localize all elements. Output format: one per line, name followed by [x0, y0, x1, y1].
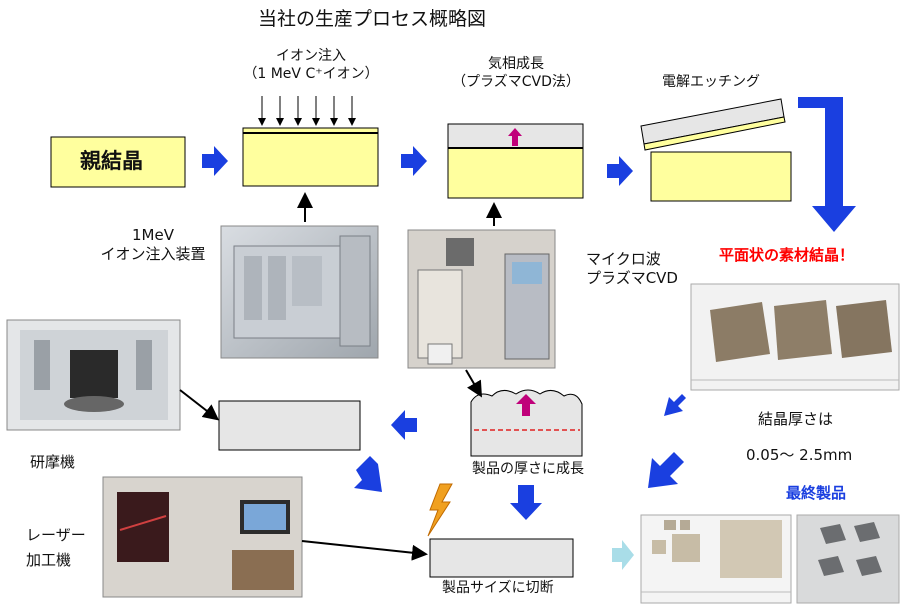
- arrow-light: [612, 540, 634, 570]
- cut-size-label: 製品サイズに切断: [442, 580, 554, 596]
- laser-lightning: [427, 483, 453, 537]
- ion-implant-line1: イオン注入: [276, 48, 346, 64]
- ion-beam-arrows: [258, 96, 356, 126]
- planar-crystal-photo: [690, 283, 900, 391]
- vapor-growth-line1: 気相成長: [488, 56, 544, 72]
- arrow-diag-left-down: [354, 456, 382, 492]
- etching-label: 電解エッチング: [662, 74, 760, 90]
- seed-crystal-label: 親結晶: [80, 149, 143, 173]
- laser-arrow: [301, 540, 428, 561]
- ion-implant-line2: （1 MeV C⁺イオン）: [243, 65, 379, 82]
- ion-implant-stage: [242, 96, 379, 187]
- thickness-range: 0.05〜 2.5mm: [746, 446, 853, 464]
- arrow-1: [202, 146, 228, 176]
- laser-line1: レーザー: [26, 526, 86, 544]
- polished-crystal-box: [218, 400, 361, 451]
- cut-crystal-box: [429, 538, 574, 578]
- ion-implanter-label: 1MeV イオン注入装置: [88, 226, 218, 264]
- vapor-growth-stage: [447, 123, 584, 199]
- growth-arrow-2: [516, 394, 536, 416]
- arrow-diag-right-down: [648, 452, 684, 488]
- vapor-growth-line2: （プラズマCVD法）: [452, 73, 580, 90]
- arrow-down-middle: [510, 485, 542, 520]
- polisher-photo: [6, 319, 181, 431]
- down-arrow-big: [798, 97, 856, 232]
- final-product-label: 最終製品: [786, 484, 847, 502]
- arrow-3: [607, 156, 633, 186]
- laser-line2: 加工機: [26, 550, 72, 569]
- ion-implant-label: イオン注入 （1 MeV C⁺イオン）: [236, 48, 386, 83]
- polisher-arrow: [179, 389, 220, 421]
- ion-implanter-line1: 1MeV: [132, 226, 174, 244]
- etched-crystal-box: [650, 151, 792, 202]
- etching-stage: [640, 98, 792, 202]
- arrow-2: [401, 146, 427, 176]
- final-product-photo: [640, 514, 792, 604]
- cvd-line1: マイクロ波: [586, 250, 661, 268]
- laser-machine-photo: [102, 476, 303, 598]
- final-cubes-photo: [796, 514, 900, 604]
- thickness-label: 結晶厚さは: [758, 410, 834, 428]
- cvd-photo: [407, 229, 556, 369]
- cvd-label: マイクロ波 プラズマCVD: [586, 250, 678, 288]
- polisher-label: 研摩機: [30, 453, 76, 471]
- ion-implanter-photo: [220, 225, 379, 359]
- ion-implanter-line2: イオン注入装置: [100, 244, 206, 263]
- planar-crystal-label: 平面状の素材結晶！: [719, 246, 855, 264]
- arrow-diag-in: [664, 394, 686, 416]
- cvd-to-growth-arrow: [465, 369, 483, 398]
- cvd-line2: プラズマCVD: [586, 268, 678, 287]
- grow-thickness-label: 製品の厚さに成長: [472, 461, 584, 477]
- implanted-crystal-box: [242, 127, 379, 187]
- vapor-growth-label: 気相成長 （プラズマCVD法）: [436, 56, 596, 91]
- seed-crystal-box: [50, 136, 186, 188]
- growth-arrow: [508, 128, 522, 146]
- diagram-title: 当社の生産プロセス概略図: [258, 8, 487, 30]
- laser-label: レーザー 加工機: [26, 526, 86, 570]
- grow-thickness-stage: [470, 389, 583, 457]
- cvd-crystal-box: [447, 147, 584, 199]
- arrow-left: [391, 410, 417, 440]
